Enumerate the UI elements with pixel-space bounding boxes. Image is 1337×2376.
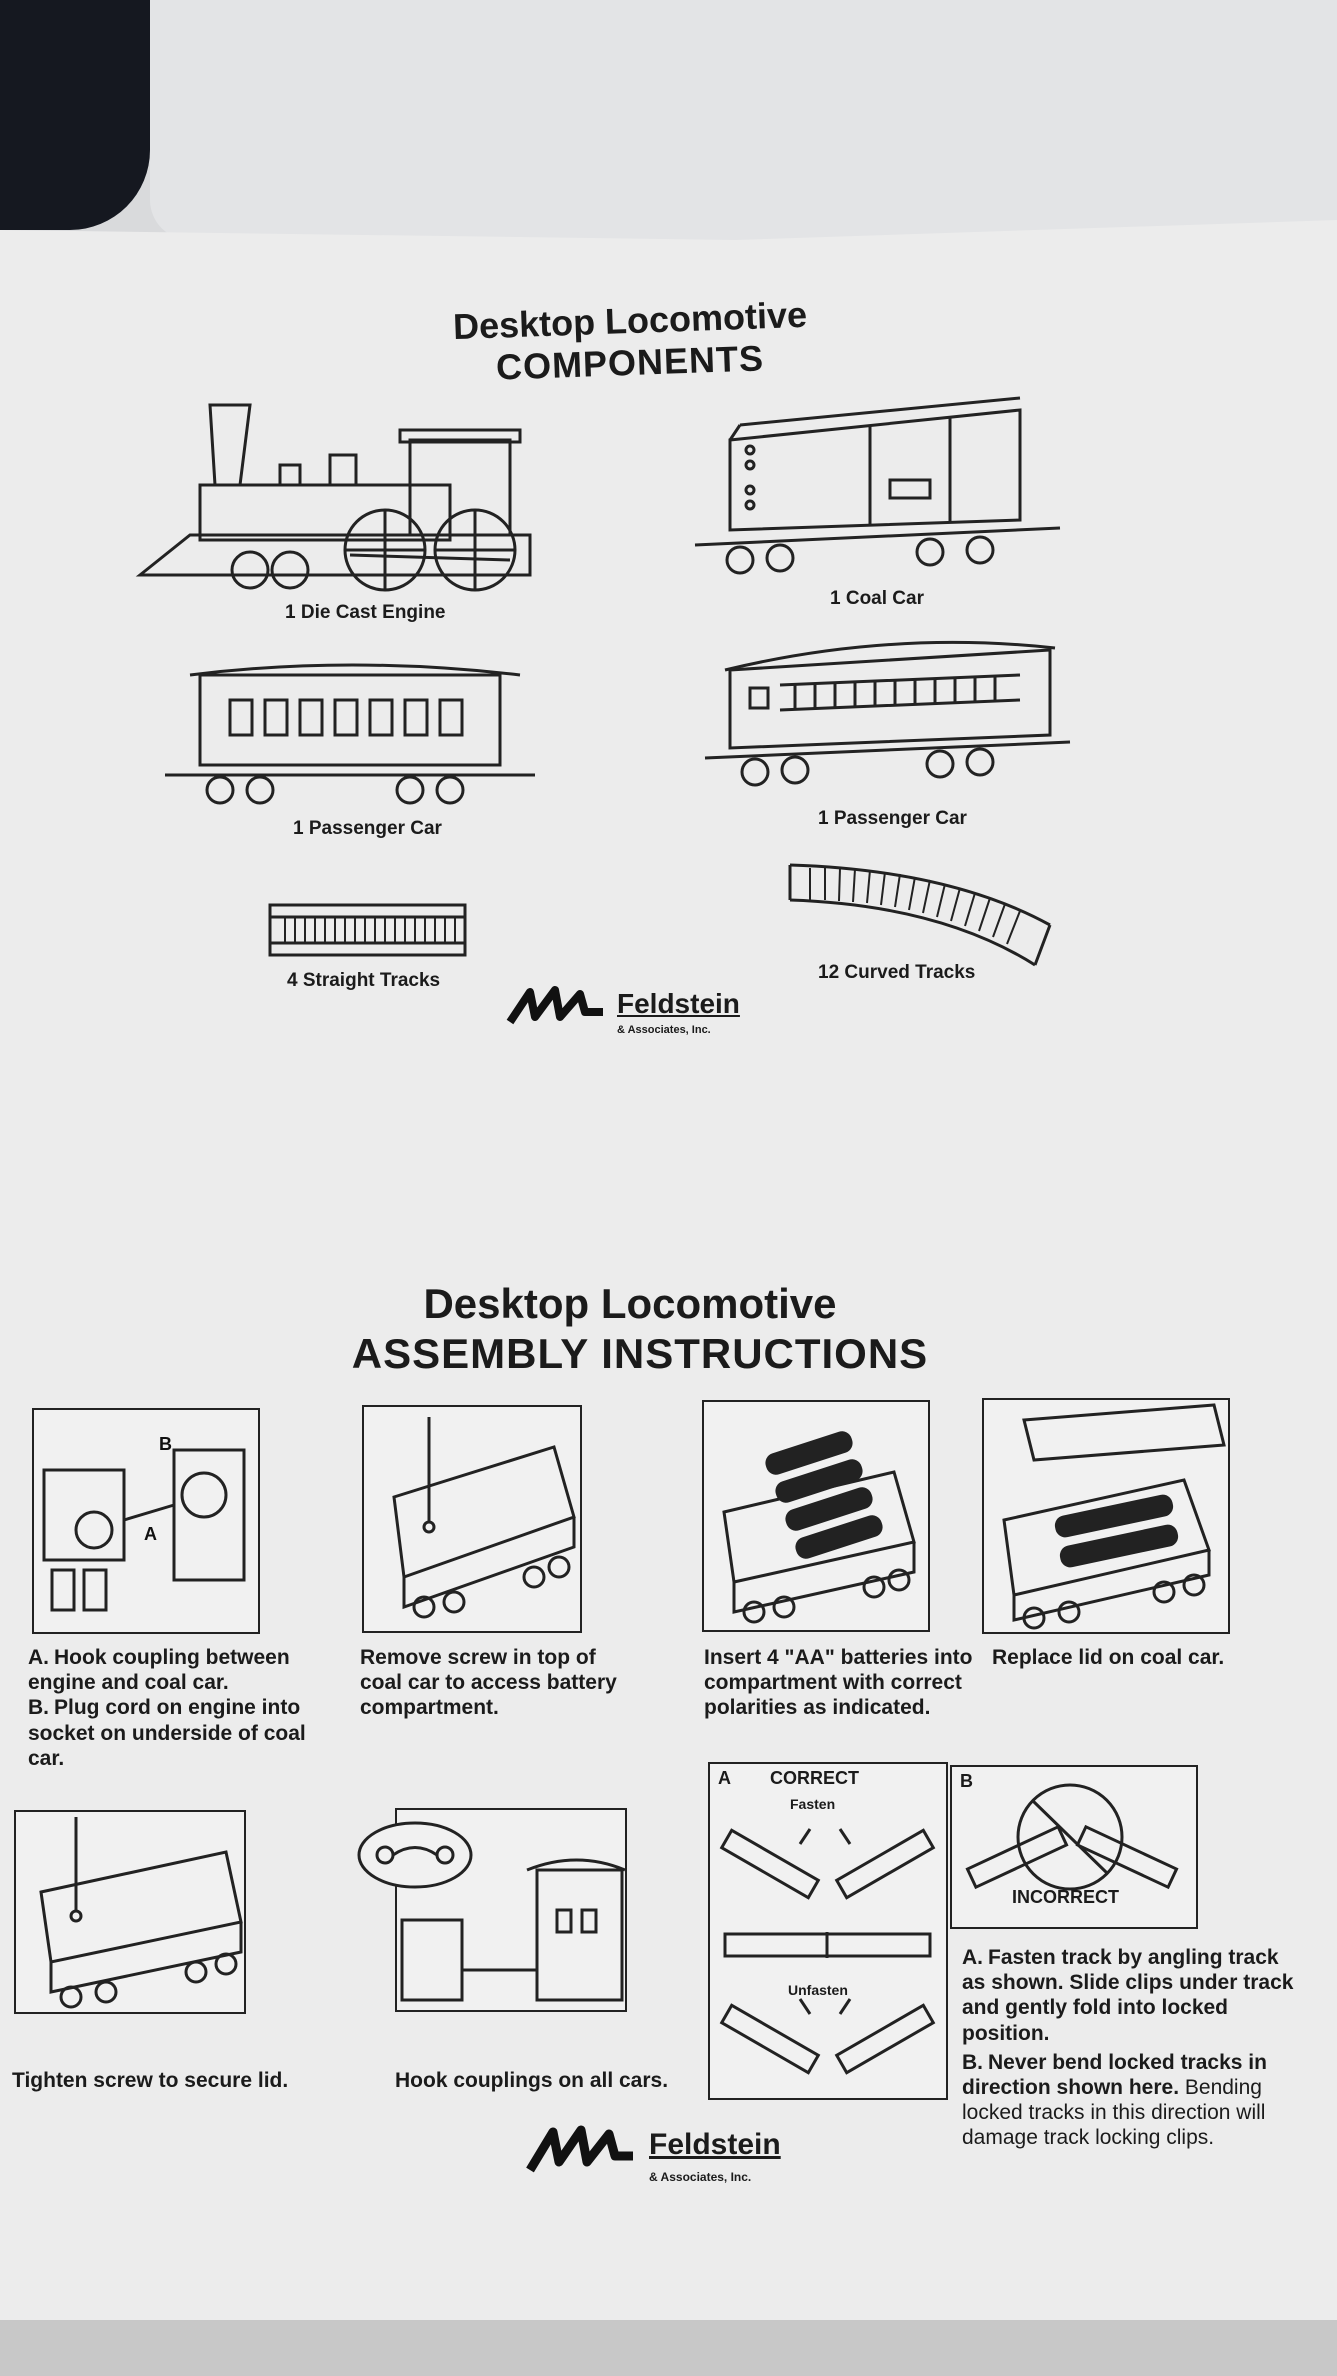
curved-tracks-caption: 12 Curved Tracks <box>818 962 976 983</box>
step3-figure <box>702 1400 930 1632</box>
step1-fig-label-a: A <box>144 1524 157 1544</box>
engine-illustration <box>135 403 532 592</box>
passenger-car-right-caption: 1 Passenger Car <box>818 808 967 829</box>
bottom-edge <box>0 2320 1337 2376</box>
track-warning-bold: Never bend locked tracks in direction sh… <box>962 2050 1267 2099</box>
step2-figure <box>362 1405 582 1633</box>
feldstein-logo-bottom: Feldstein & Associates, Inc. <box>525 2120 785 2190</box>
assembly-subtitle: ASSEMBLY INSTRUCTIONS <box>351 1330 929 1377</box>
coupling-closeup-icon <box>357 1821 473 1889</box>
track-instructions: A.Fasten track by angling track as shown… <box>962 1945 1302 2151</box>
fasten-label: Fasten <box>790 1796 836 1812</box>
track-panel-incorrect: B INCORRECT <box>950 1765 1198 1929</box>
step1-prefix-b: B. <box>28 1696 49 1720</box>
track-text-b: Bending locked tracks in this direction … <box>962 2075 1266 2150</box>
step1-fig-label-b: B <box>159 1434 172 1454</box>
passenger-car-left-illustration <box>165 663 535 805</box>
step1-item-b: B.Plug cord on engine into socket on und… <box>28 1695 318 1771</box>
assembly-title: Desktop Locomotive <box>423 1280 837 1327</box>
coal-car-illustration <box>694 396 1061 575</box>
feldstein-logo-mark <box>506 986 603 1025</box>
step4-figure <box>982 1398 1230 1634</box>
track-panel-a-label: A <box>718 1768 731 1788</box>
track-instruction-b: B.Never bend locked tracks in direction … <box>962 2050 1302 2151</box>
feldstein-logo-top: Feldstein & Associates, Inc. <box>505 982 740 1042</box>
step3-text: Insert 4 "AA" batteries into compartment… <box>704 1646 973 1720</box>
track-incorrect-illustration <box>965 1783 1179 1891</box>
feldstein-logo-name-bottom: Feldstein <box>649 2128 781 2161</box>
step1-text-b: Plug cord on engine into socket on under… <box>28 1696 306 1770</box>
track-panel-correct: A CORRECT Fasten Unfasten <box>708 1762 948 2100</box>
step5-figure <box>14 1810 246 2014</box>
step1-figure: B A <box>32 1408 260 1634</box>
track-correct-illustration <box>719 1828 936 2075</box>
feldstein-logo-name: Feldstein <box>617 988 740 1019</box>
track-prefix-b: B. <box>962 2050 983 2074</box>
passenger-car-right-illustration <box>704 640 1071 787</box>
paper-top-sheet <box>150 0 1337 240</box>
step3-illustration <box>722 1431 916 1624</box>
engine-caption: 1 Die Cast Engine <box>285 602 446 623</box>
step1-text-a: Hook coupling between engine and coal ca… <box>28 1646 290 1695</box>
step6-text: Hook couplings on all cars. <box>395 2069 669 2092</box>
curved-track-illustration <box>788 863 1052 967</box>
feldstein-logo-mark-bottom <box>526 2125 633 2173</box>
track-text-a: Fasten track by angling track as shown. … <box>962 1946 1294 2045</box>
instruction-sheet <box>0 220 1337 2376</box>
step4-illustration <box>1002 1403 1226 1630</box>
straight-track-illustration <box>268 903 467 957</box>
feldstein-logo-sub-bottom: & Associates, Inc. <box>649 2170 752 2184</box>
step6-illustration <box>400 1858 626 2002</box>
step1-text: A.Hook coupling between engine and coal … <box>28 1645 318 1771</box>
step5-text: Tighten screw to secure lid. <box>12 2069 289 2092</box>
step4-text: Replace lid on coal car. <box>992 1646 1225 1669</box>
step5-illustration <box>39 1817 243 2009</box>
background-dark-corner <box>0 0 150 230</box>
passenger-car-left-caption: 1 Passenger Car <box>293 818 442 839</box>
track-panel-b-label: B <box>960 1771 973 1791</box>
step1-prefix-a: A. <box>28 1646 49 1669</box>
track-instruction-a: A.Fasten track by angling track as shown… <box>962 1945 1302 2046</box>
step1-item-a: A.Hook coupling between engine and coal … <box>28 1645 318 1695</box>
unfasten-label: Unfasten <box>788 1982 848 1998</box>
coal-car-caption: 1 Coal Car <box>830 588 924 609</box>
step2-text: Remove screw in top of coal car to acces… <box>360 1646 617 1720</box>
track-prefix-a: A. <box>962 1946 983 1969</box>
step1-illustration: B A <box>42 1434 246 1612</box>
feldstein-logo-sub: & Associates, Inc. <box>617 1024 711 1036</box>
incorrect-label: INCORRECT <box>1012 1887 1119 1907</box>
step2-illustration <box>392 1417 576 1619</box>
correct-label: CORRECT <box>770 1768 859 1788</box>
straight-tracks-caption: 4 Straight Tracks <box>287 970 441 991</box>
